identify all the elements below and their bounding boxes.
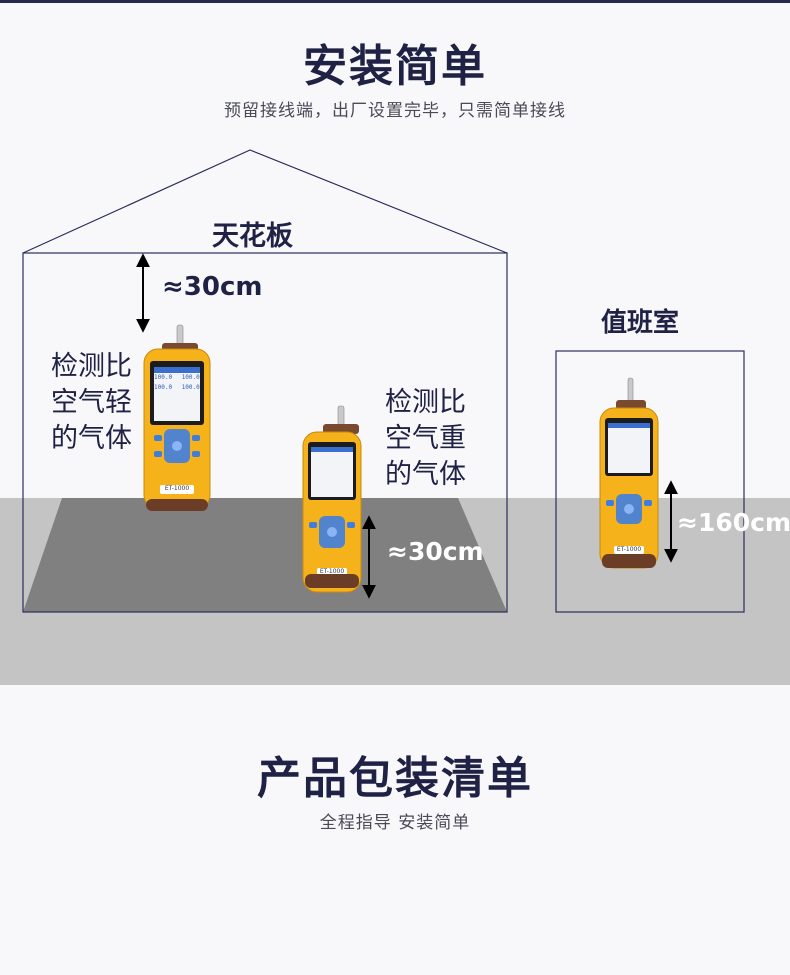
- light-gas-line: 空气轻: [51, 387, 132, 418]
- screen-value: 100.0: [154, 384, 173, 391]
- roof-outline: [22, 149, 508, 254]
- floor-plane: [23, 498, 507, 612]
- heavy-gas-line: 空气重: [385, 423, 466, 454]
- heavy-gas-line: 检测比: [385, 387, 466, 418]
- install-title: 安装简单: [303, 41, 487, 92]
- light-gas-line: 的气体: [51, 423, 132, 454]
- ceiling-distance-label: ≈30cm: [162, 272, 263, 302]
- top-border: [0, 0, 790, 3]
- gas-detector-device-1: [143, 324, 211, 511]
- device-2-model: ET-1000: [319, 568, 345, 575]
- floor-distance-label: ≈30cm: [387, 537, 484, 566]
- screen-value: 100.0: [154, 374, 173, 381]
- ceiling-label: 天花板: [212, 221, 293, 252]
- gas-detector-device-3: [599, 377, 659, 569]
- duty-room-height-label: ≈160cm: [677, 508, 790, 537]
- screen-value: 100.0: [181, 374, 200, 381]
- device-1-model: ET-1000: [164, 485, 190, 492]
- package-subtitle: 全程指导 安装简单: [319, 813, 471, 833]
- duty-room-label: 值班室: [601, 308, 680, 338]
- house-outline: [22, 252, 508, 613]
- device-3-model: ET-1000: [616, 546, 642, 553]
- light-gas-label: 检测比 空气轻 的气体: [51, 349, 132, 457]
- heavy-gas-label: 检测比 空气重 的气体: [385, 385, 466, 493]
- install-subtitle: 预留接线端，出厂设置完毕，只需简单接线: [224, 101, 566, 121]
- package-title: 产品包装清单: [257, 753, 533, 804]
- screen-value: 100.0: [181, 384, 200, 391]
- light-gas-line: 检测比: [51, 351, 132, 382]
- device-1-screen: 100.0 100.0 100.0 100.0: [154, 373, 200, 393]
- heavy-gas-line: 的气体: [385, 459, 466, 490]
- house-diagram: [22, 149, 745, 613]
- gas-detector-device-2: [302, 405, 362, 593]
- duty-room-outline: [555, 350, 745, 613]
